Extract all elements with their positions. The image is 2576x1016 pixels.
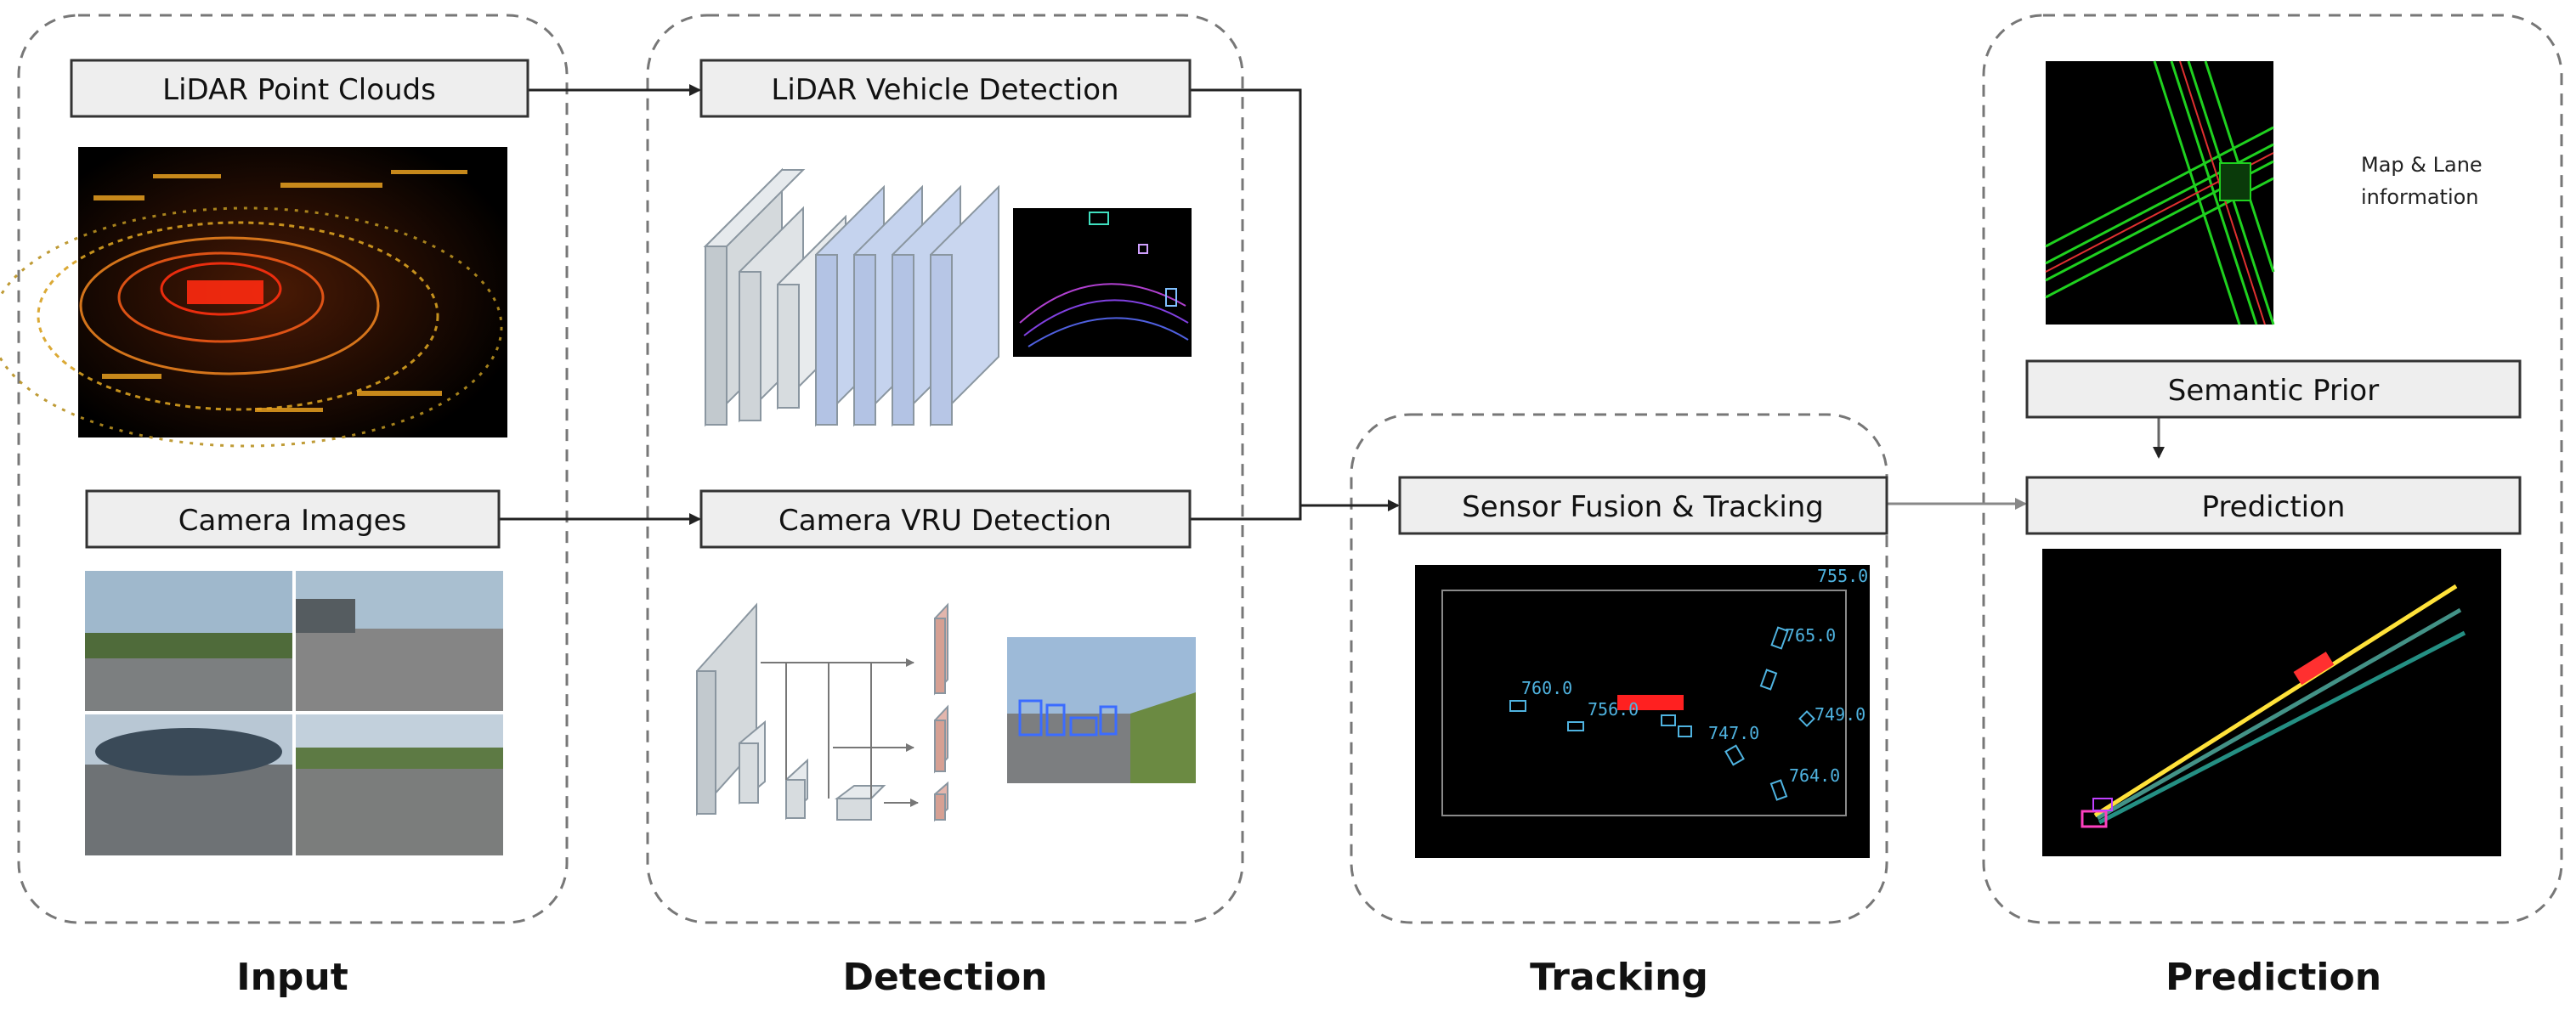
map-lane-image — [2045, 60, 2275, 325]
track-id-label: 749.0 — [1815, 704, 1865, 725]
prediction-label: Prediction — [2202, 490, 2346, 524]
lidar-point-cloud-image — [0, 147, 507, 448]
semantic-prior-box: Semantic Prior — [2025, 359, 2522, 419]
lidar-cnn-diagram — [703, 167, 999, 427]
lidar-point-clouds-label: LiDAR Point Clouds — [162, 73, 436, 107]
map-caption-line1: Map & Lane — [2361, 153, 2483, 177]
tracking-stage-label: Tracking — [1530, 956, 1708, 999]
track-id-label: 764.0 — [1789, 765, 1840, 786]
lidar-point-clouds-box: LiDAR Point Clouds — [70, 59, 529, 118]
tracking-container — [1350, 413, 1888, 924]
prediction-output-image — [2042, 549, 2501, 856]
prediction-container — [1982, 14, 2563, 924]
track-id-label: 747.0 — [1708, 723, 1759, 743]
map-caption-line2: information — [2361, 185, 2479, 209]
detection-stage-label: Detection — [843, 956, 1048, 999]
prediction-box: Prediction — [2025, 476, 2522, 535]
track-id-label: 760.0 — [1521, 678, 1572, 698]
connector-arrows — [499, 84, 2165, 525]
camera-images-grid — [85, 571, 503, 855]
sensor-fusion-tracking-box: Sensor Fusion & Tracking — [1398, 476, 1888, 535]
track-id-label: 765.0 — [1785, 625, 1836, 646]
track-id-label: 755.0 — [1817, 566, 1868, 586]
camera-images-label: Camera Images — [178, 504, 406, 538]
tracking-output-image: 755.0 765.0 760.0 756.0 747.0 749.0 764.… — [1415, 565, 1870, 858]
camera-detection-output-image — [1007, 637, 1196, 783]
lidar-vehicle-detection-box: LiDAR Vehicle Detection — [699, 59, 1192, 118]
lidar-detection-output-image — [1013, 208, 1192, 357]
prediction-stage-label: Prediction — [2166, 956, 2381, 999]
detection-container — [646, 14, 1244, 924]
camera-cnn-diagram — [696, 602, 948, 822]
input-stage-label: Input — [236, 956, 348, 999]
track-id-label: 756.0 — [1588, 699, 1639, 720]
sensor-fusion-tracking-label: Sensor Fusion & Tracking — [1462, 490, 1824, 524]
camera-images-box: Camera Images — [85, 489, 501, 549]
camera-vru-detection-box: Camera VRU Detection — [699, 489, 1192, 549]
input-container — [17, 14, 569, 924]
semantic-prior-label: Semantic Prior — [2168, 374, 2379, 408]
camera-vru-detection-label: Camera VRU Detection — [778, 504, 1112, 538]
lidar-vehicle-detection-label: LiDAR Vehicle Detection — [771, 73, 1118, 107]
